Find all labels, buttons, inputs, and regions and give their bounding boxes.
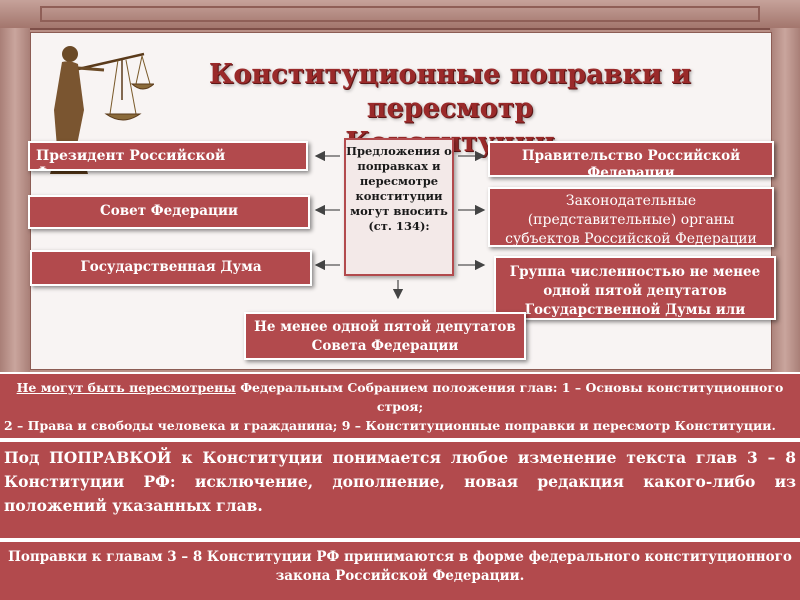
info-row-2: 2 – Права и свободы человека и гражданин… xyxy=(4,418,776,433)
center-proposals-box: Предложения о поправках и пересмотре кон… xyxy=(344,138,454,276)
frame-left-column xyxy=(0,28,30,372)
box-government: Правительство Российской Федерации xyxy=(488,141,774,177)
box-duma-deputies-group: Группа численностью не менее одной пятой… xyxy=(494,256,776,320)
info-block-amendment-form: Поправки к главам 3 – 8 Конституции РФ п… xyxy=(0,540,800,600)
page-title: Конституционные поправки и пересмотр Кон… xyxy=(150,58,750,160)
box-president: Президент Российской Федерации xyxy=(28,141,308,171)
info-block-amendment-definition: Под ПОПРАВКОЙ к Конституции понимается л… xyxy=(0,440,800,538)
frame-molding-line xyxy=(40,6,760,22)
box-federation-council: Совет Федерации xyxy=(28,195,310,229)
unchangeable-label: Не могут быть пересмотрены xyxy=(16,380,236,395)
title-line-1: Конституционные поправки и пересмотр xyxy=(208,59,692,124)
unchangeable-text: Федеральным Собранием положения глав: 1 … xyxy=(235,380,784,414)
box-state-duma: Государственная Дума xyxy=(30,250,312,286)
box-regional-legislatures: Законодательные (представительные) орган… xyxy=(488,187,774,247)
info-row-1: Не могут быть пересмотрены Федеральным С… xyxy=(4,378,796,416)
info-block-unchangeable-chapters: Не могут быть пересмотрены Федеральным С… xyxy=(0,374,800,438)
frame-top-molding xyxy=(0,0,800,30)
diagram-arrows xyxy=(314,150,486,300)
box-federation-council-deputies: Не менее одной пятой депутатов Совета Фе… xyxy=(244,312,526,360)
